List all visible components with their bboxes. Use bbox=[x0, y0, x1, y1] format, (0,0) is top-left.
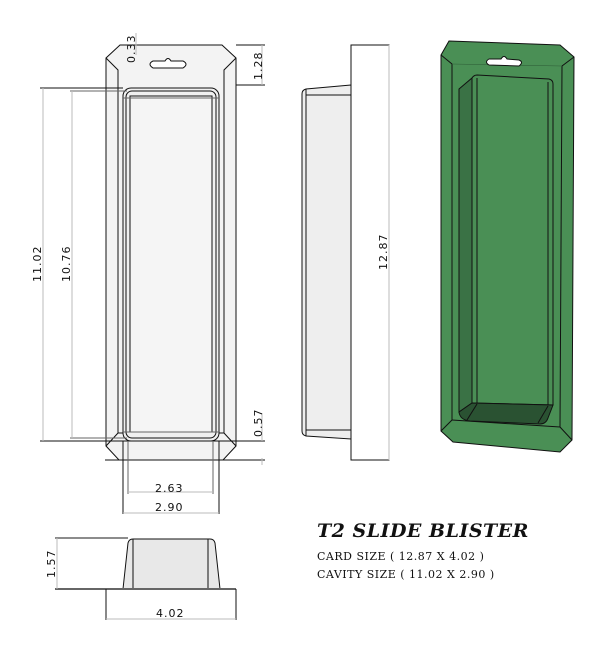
front-view bbox=[40, 44, 265, 514]
dim-inner-cavity-length: 10.76 bbox=[60, 246, 73, 283]
dim-bottom-flange: 0.57 bbox=[252, 409, 265, 438]
side-view bbox=[301, 44, 390, 461]
product-title: T2 SLIDE BLISTER bbox=[317, 520, 529, 542]
end-dimension-lines bbox=[56, 538, 236, 620]
dim-cavity-width: 2.90 bbox=[155, 501, 184, 514]
front-dimension-lines bbox=[42, 33, 263, 514]
dim-cavity-depth: 1.57 bbox=[45, 550, 58, 579]
dim-card-width: 4.02 bbox=[156, 607, 185, 620]
dim-header-height: 1.28 bbox=[252, 52, 265, 81]
end-view bbox=[55, 537, 237, 620]
dim-card-length: 12.87 bbox=[377, 234, 390, 271]
dim-cavity-length: 11.02 bbox=[31, 246, 44, 283]
3d-render bbox=[440, 40, 575, 453]
card-size-spec: CARD SIZE ( 12.87 X 4.02 ) bbox=[317, 550, 485, 563]
dim-hang-hole-offset: 0.33 bbox=[125, 35, 138, 64]
dim-inner-cavity-width: 2.63 bbox=[155, 482, 184, 495]
cavity-size-spec: CAVITY SIZE ( 11.02 X 2.90 ) bbox=[317, 568, 495, 581]
title-block: T2 SLIDE BLISTER CARD SIZE ( 12.87 X 4.0… bbox=[317, 520, 529, 584]
